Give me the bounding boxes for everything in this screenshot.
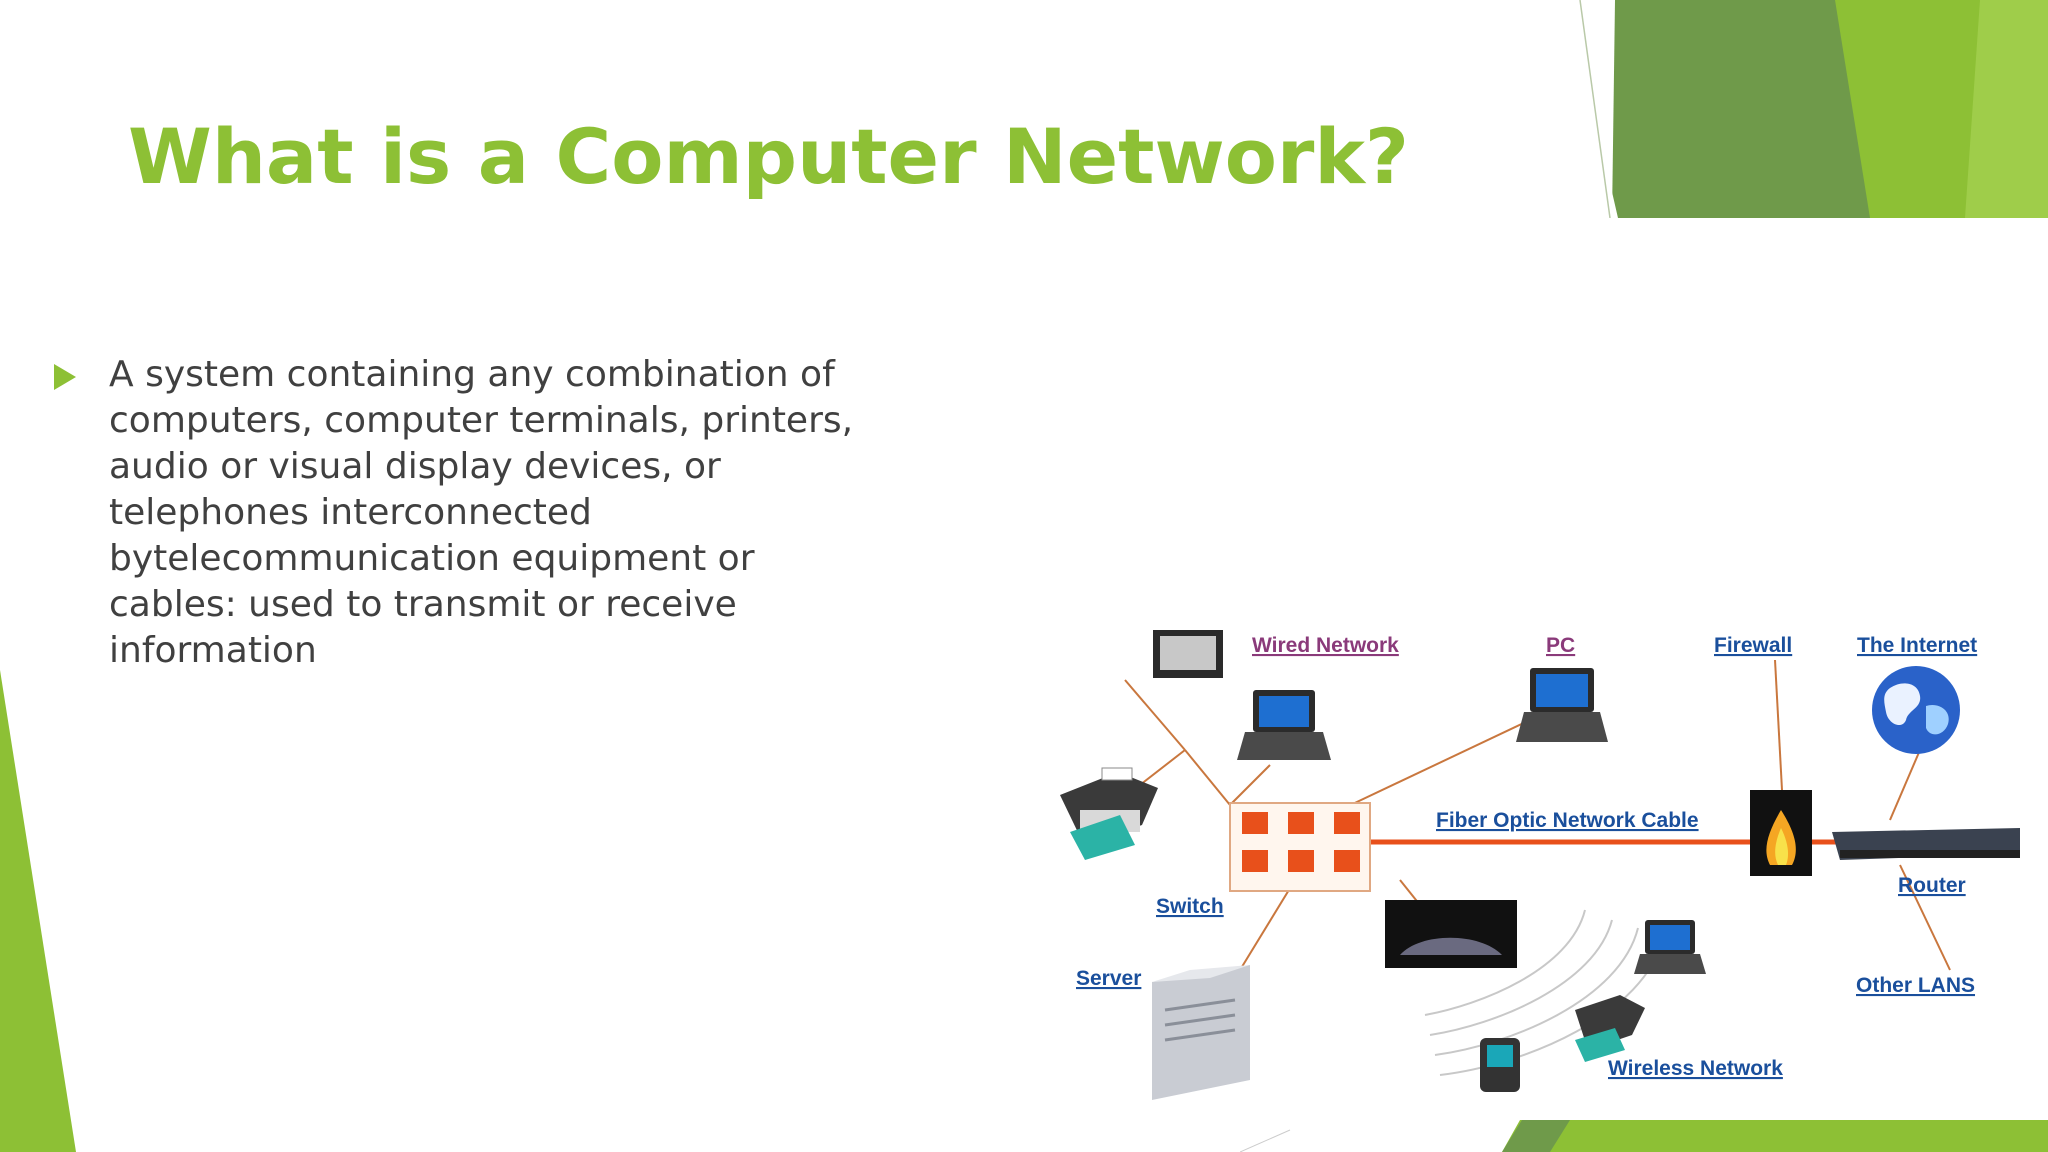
label-pc: PC <box>1546 634 1575 657</box>
label-the-internet: The Internet <box>1857 634 1977 657</box>
slide-title: What is a Computer Network? <box>128 112 1410 201</box>
network-cables <box>1124 659 1951 971</box>
pc-laptop-icon <box>1516 668 1608 742</box>
bullet-line: information <box>109 630 317 671</box>
label-wireless-network: Wireless Network <box>1608 1057 1783 1080</box>
network-diagram: Wired Network PC Firewall The Internet F… <box>1060 630 2020 1100</box>
wireless-printer-icon <box>1575 995 1645 1062</box>
bullet-line: telephones interconnected <box>109 492 592 533</box>
pda-icon <box>1480 1038 1520 1092</box>
decorative-green-shapes-top-right <box>1560 0 2048 218</box>
switch-icon <box>1229 802 1371 892</box>
decorative-green-shape-left <box>0 670 76 1152</box>
router-icon <box>1832 828 2020 860</box>
bullet-line: cables: used to transmit or receive <box>109 584 737 625</box>
label-switch: Switch <box>1156 895 1224 918</box>
globe-icon <box>1872 666 1960 754</box>
wireless-router-icon <box>1385 900 1517 968</box>
label-firewall: Firewall <box>1714 634 1792 657</box>
label-server: Server <box>1076 967 1141 990</box>
bullet-line: computers, computer terminals, printers, <box>109 400 854 441</box>
bullet-line: A system containing any combination of <box>109 354 835 395</box>
bullet-line: bytelecommunication equipment or <box>109 538 755 579</box>
label-wired-network: Wired Network <box>1252 634 1399 657</box>
laptop-icon <box>1237 690 1331 760</box>
label-other-lans: Other LANS <box>1856 974 1975 997</box>
decorative-green-shape-bottom <box>1240 1120 2048 1152</box>
firewall-icon <box>1750 790 1812 876</box>
bullet-text: A system containing any combination of c… <box>109 352 909 674</box>
bullet-line: audio or visual display devices, or <box>109 446 721 487</box>
label-router: Router <box>1898 874 1966 897</box>
server-icon <box>1152 965 1250 1100</box>
modem-icon <box>1153 630 1223 678</box>
label-fiber-optic-cable: Fiber Optic Network Cable <box>1436 809 1699 832</box>
printer-icon <box>1060 767 1158 860</box>
bullet-arrow-icon <box>54 364 76 390</box>
wireless-laptop-icon <box>1634 920 1706 974</box>
